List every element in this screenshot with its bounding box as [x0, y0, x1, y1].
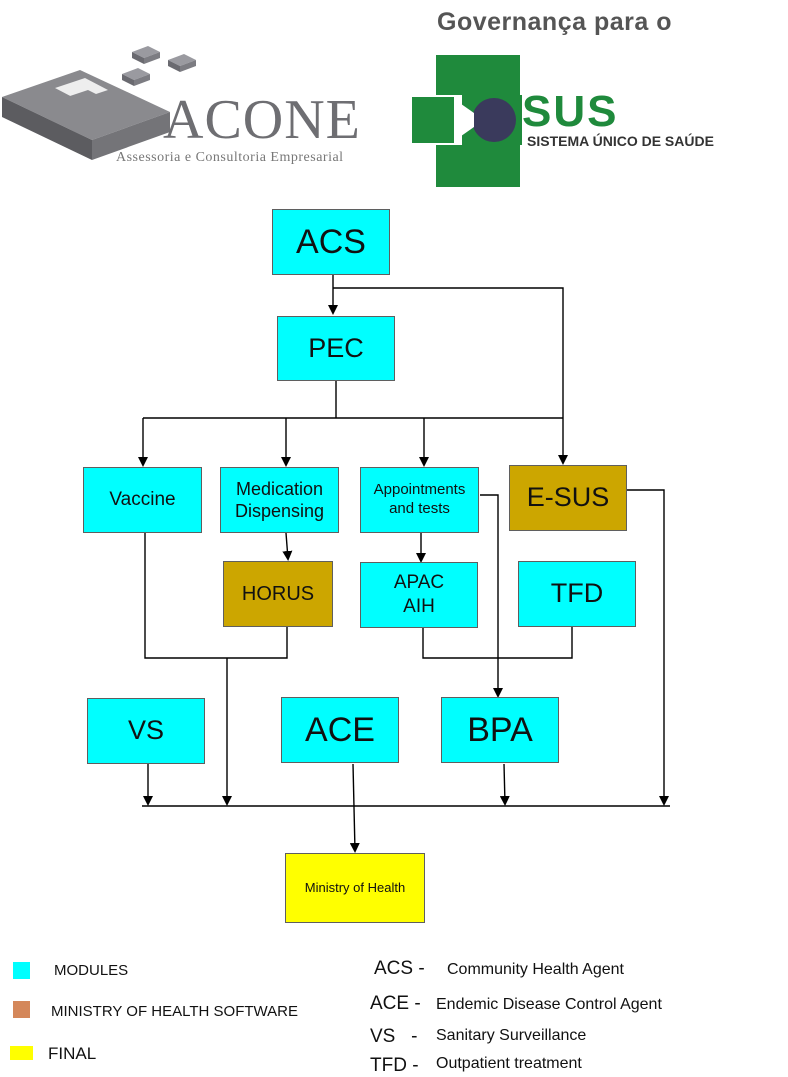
legend-swatch-modules [13, 962, 30, 979]
sus-cross-icon [412, 55, 522, 187]
abbr-acs: ACS - [374, 958, 425, 979]
abbr-vs-definition: Sanitary Surveillance [436, 1027, 587, 1044]
node-apac-line2: AIH [403, 596, 435, 617]
sus-logo-tagline: SISTEMA ÚNICO DE SAÚDE [527, 133, 714, 149]
legend-swatch-ministry-software [13, 1001, 30, 1018]
abbr-ace: ACE - [370, 993, 421, 1014]
node-ace: ACE [281, 697, 399, 763]
abbr-ace-definition: Endemic Disease Control Agent [436, 996, 662, 1013]
node-appointments-line2: and tests [389, 500, 450, 517]
node-ministry-of-health: Ministry of Health [285, 853, 425, 923]
node-vaccine: Vaccine [83, 467, 202, 533]
abbr-tfd: TFD - [370, 1055, 419, 1076]
acone-logo-name: ACONE [163, 89, 361, 151]
abbr-acs-definition: Community Health Agent [447, 961, 624, 978]
node-pec: PEC [277, 316, 395, 381]
node-bpa: BPA [441, 697, 559, 763]
legend-swatch-final [10, 1046, 33, 1060]
legend-label-ministry-software: MINISTRY OF HEALTH SOFTWARE [51, 1003, 298, 1020]
node-vs: VS [87, 698, 205, 764]
acone-logo: ACONE Assessoria e Consultoria Empresari… [0, 40, 400, 175]
governance-title: Governança para o [437, 8, 672, 36]
node-medication-line2: Dispensing [234, 501, 325, 521]
acone-cube-icon [2, 46, 196, 160]
abbr-vs: VS - [370, 1026, 418, 1047]
sus-logo: SUS SISTEMA ÚNICO DE SAÚDE [412, 55, 772, 190]
node-medication-line1: Medication [235, 478, 324, 499]
node-acs: ACS [272, 209, 390, 275]
legend-label-final: FINAL [48, 1044, 97, 1063]
node-esus: E-SUS [509, 465, 627, 531]
node-appointments-tests: Appointments and tests [360, 467, 479, 533]
node-appointments-line1: Appointments [373, 481, 466, 499]
node-apac-line1: APAC [393, 572, 445, 594]
node-horus: HORUS [223, 561, 333, 627]
legend-label-modules: MODULES [54, 962, 129, 979]
node-medication-dispensing: Medication Dispensing [220, 467, 339, 533]
sus-logo-name: SUS [522, 87, 619, 136]
abbr-tfd-definition: Outpatient treatment [436, 1055, 582, 1072]
acone-logo-tagline: Assessoria e Consultoria Empresarial [116, 150, 344, 165]
node-apac-aih: APAC AIH [360, 562, 478, 628]
node-tfd: TFD [518, 561, 636, 627]
